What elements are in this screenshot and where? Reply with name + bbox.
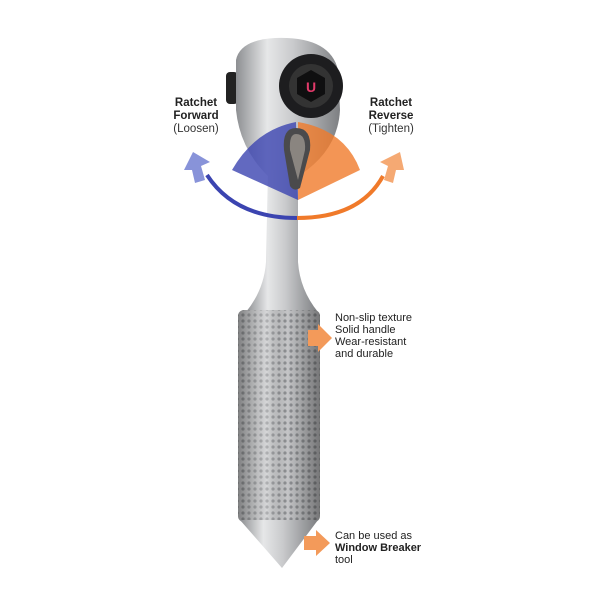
forward-label-action: (Loosen) [173, 123, 219, 135]
forward-arrowhead [184, 152, 210, 183]
window-breaker-tip [240, 520, 318, 568]
feature-item: Solid handle [335, 324, 396, 336]
tip-feature-line: Can be used as [335, 530, 413, 542]
forward-arc [205, 173, 298, 220]
reverse-label-direction: Reverse [368, 110, 414, 122]
handle-features: Non-slip texture Solid handle Wear-resis… [335, 312, 412, 360]
reverse-label-title: Ratchet [369, 97, 413, 109]
socket-logo: U [306, 79, 316, 95]
handle-callout-arrow [308, 324, 332, 352]
forward-label-title: Ratchet [174, 97, 218, 109]
ratchet-shaft [246, 170, 318, 312]
tip-feature-highlight: Window Breaker [335, 542, 422, 554]
reverse-label-action: (Tighten) [368, 123, 414, 135]
tip-feature: Can be used as Window Breaker tool [335, 530, 421, 566]
forward-wedge [232, 122, 298, 200]
reverse-wedge [298, 122, 360, 200]
tip-feature-line: tool [335, 554, 353, 566]
forward-label-direction: Forward [173, 110, 219, 122]
direction-button [226, 72, 238, 104]
feature-item: Non-slip texture [335, 312, 413, 324]
feature-item: and durable [335, 348, 394, 360]
feature-item: Wear-resistant [335, 336, 407, 348]
tip-callout-arrow [304, 530, 330, 556]
forward-label: Ratchet Forward (Loosen) [160, 97, 232, 136]
reverse-arc [296, 175, 385, 220]
reverse-label: Ratchet Reverse (Tighten) [355, 97, 427, 136]
reverse-arrowhead [380, 152, 404, 183]
